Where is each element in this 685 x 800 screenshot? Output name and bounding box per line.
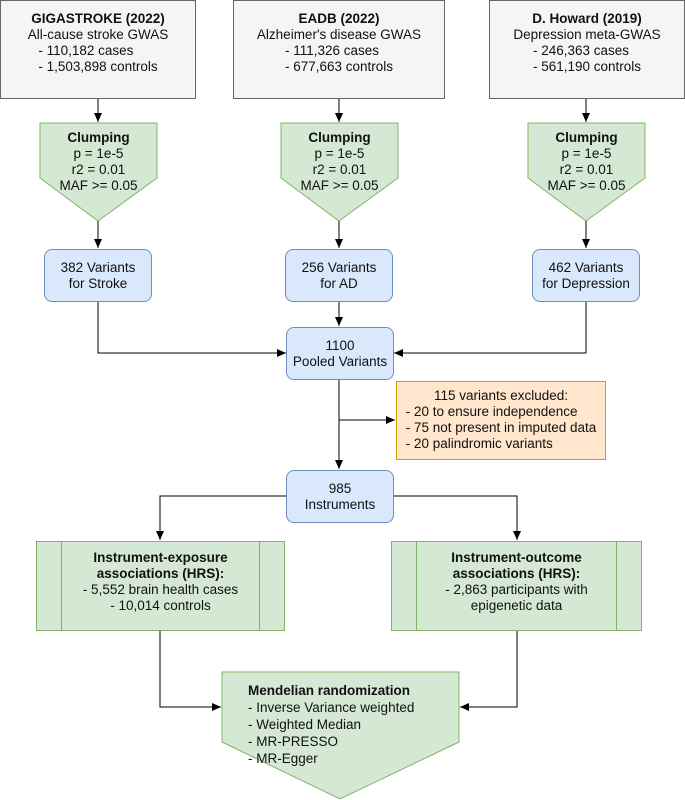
arrow-outcome-mr [460,631,518,711]
process-bar-right [259,542,284,630]
outcome-title: Instrument-outcome [451,550,582,565]
clumping-shape-depression [527,122,646,222]
mr-title: Mendelian randomization [248,683,411,698]
source-title: EADB (2022) [298,11,380,26]
process-bar-left [392,542,417,630]
exposure-title: Instrument-exposure [93,550,228,565]
arrow-depression-pooled [394,302,587,357]
clumping-title: Clumping [67,130,130,145]
variants-label: for Stroke [68,275,128,291]
source-controls: - 677,663 controls [284,59,394,74]
clumping-label-ad: Clumping p = 1e-5 r2 = 0.01 MAF >= 0.05 [281,130,398,194]
source-controls: - 1,503,898 controls [38,59,158,74]
variants-label: for AD [320,275,358,291]
process-bar-left [37,542,62,630]
source-cases: - 110,182 cases [38,43,134,58]
mr-method: - Inverse Variance weighted [248,700,415,715]
variants-box-ad: 256 Variants for AD [285,249,393,302]
excluded-item: - 20 palindromic variants [405,436,553,451]
variants-box-stroke: 382 Variants for Stroke [44,249,152,302]
source-box-ad: EADB (2022) Alzheimer's disease GWAS - 1… [233,0,445,99]
exposure-subtitle: associations (HRS): [96,566,225,581]
source-subtitle: All-cause stroke GWAS [27,27,169,42]
clumping-title: Clumping [555,130,618,145]
instrument-outcome-box: Instrument-outcome associations (HRS): -… [391,541,642,631]
arrow-instruments-exposure [156,495,286,540]
variants-count: 256 Variants [301,259,377,275]
mr-method: - MR-PRESSO [248,734,339,749]
variants-count: 382 Variants [60,259,136,275]
variants-count: 462 Variants [548,259,624,275]
mr-shape [221,671,460,800]
excluded-title: 115 variants excluded: [433,388,569,403]
instrument-exposure-box: Instrument-exposure associations (HRS): … [36,541,285,631]
instruments-count: 985 [328,480,352,496]
source-box-stroke: GIGASTROKE (2022) All-cause stroke GWAS … [0,0,196,99]
source-box-depression: D. Howard (2019) Depression meta-GWAS - … [489,0,685,99]
pooled-label: Pooled Variants [292,353,388,369]
source-title: D. Howard (2019) [532,11,642,26]
clumping-shape-ad [280,122,399,222]
mr-label: Mendelian randomization - Inverse Varian… [248,682,448,767]
exposure-item: - 10,014 controls [110,598,211,613]
clumping-p: p = 1e-5 [314,146,365,161]
clumping-maf: MAF >= 0.05 [59,178,138,193]
source-subtitle: Alzheimer's disease GWAS [256,27,422,42]
source-cases: - 111,326 cases [284,43,380,58]
pooled-count: 1100 [325,337,355,353]
clumping-title: Clumping [308,130,371,145]
source-subtitle: Depression meta-GWAS [513,27,661,42]
source-title: GIGASTROKE (2022) [31,11,165,26]
variants-box-depression: 462 Variants for Depression [532,249,640,302]
outcome-item: epigenetic data [470,598,563,613]
mr-method: - Weighted Median [248,717,362,732]
excluded-item: - 20 to ensure independence [405,404,578,419]
mr-method: - MR-Egger [248,751,318,766]
clumping-shape-stroke [39,122,158,222]
outcome-item: - 2,863 participants with [445,582,588,597]
outcome-subtitle: associations (HRS): [452,566,581,581]
instruments-box: 985 Instruments [286,470,394,523]
excluded-variants-note: 115 variants excluded: - 20 to ensure in… [396,381,606,460]
source-controls: - 561,190 controls [532,59,642,74]
instruments-label: Instruments [304,496,376,512]
pooled-variants-box: 1100 Pooled Variants [286,327,394,380]
process-bar-right [616,542,641,630]
clumping-p: p = 1e-5 [561,146,612,161]
clumping-p: p = 1e-5 [73,146,124,161]
clumping-label-stroke: Clumping p = 1e-5 r2 = 0.01 MAF >= 0.05 [40,130,157,194]
clumping-r2: r2 = 0.01 [559,162,614,177]
excluded-item: - 75 not present in imputed data [405,420,597,435]
variants-label: for Depression [542,275,630,291]
clumping-label-depression: Clumping p = 1e-5 r2 = 0.01 MAF >= 0.05 [528,130,645,194]
arrow-instruments-outcome [394,495,521,540]
clumping-r2: r2 = 0.01 [71,162,126,177]
arrow-exposure-mr [159,631,221,711]
clumping-maf: MAF >= 0.05 [300,178,379,193]
arrow-stroke-pooled [97,302,286,357]
exposure-item: - 5,552 brain health cases [82,582,239,597]
source-cases: - 246,363 cases [532,43,630,58]
clumping-r2: r2 = 0.01 [312,162,367,177]
clumping-maf: MAF >= 0.05 [547,178,626,193]
